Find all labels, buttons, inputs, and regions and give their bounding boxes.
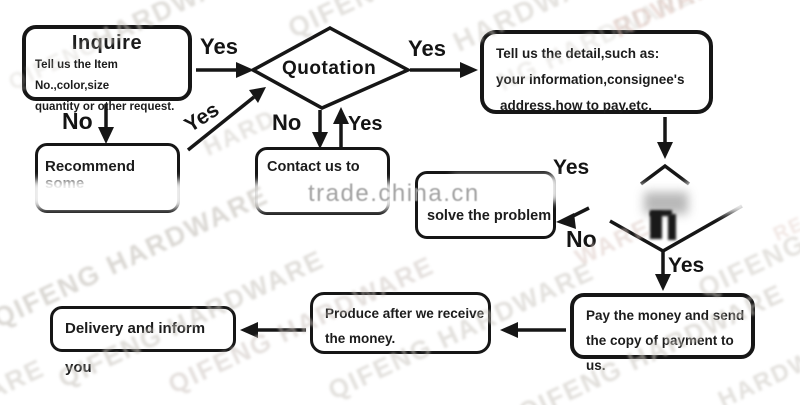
label-yes-inquire-quotation: Yes — [200, 34, 238, 59]
detail-line1: Tell us the detail,such as: — [496, 46, 660, 61]
detail-lines: Tell us the detail,such as: your informa… — [484, 34, 709, 119]
arrow-recommend-to-quotation — [186, 95, 256, 152]
inquire-title: Inquire — [71, 32, 143, 54]
label-no-quotation: No — [272, 110, 302, 135]
label-yes-contact: Yes — [348, 113, 383, 135]
arrowhead — [249, 87, 266, 103]
label-yes-decision-solve: Yes — [553, 156, 590, 179]
label-no-decision: No — [566, 226, 597, 252]
delivery-box: Delivery and inform you — [50, 306, 236, 376]
label-no-inquire: No — [62, 108, 93, 134]
pay-line1: Pay the money and send — [586, 308, 745, 323]
blur-patch — [690, 178, 750, 192]
detail-box: Tell us the detail,such as: your informa… — [480, 30, 713, 114]
produce-box: Produce after we receive the money. — [310, 292, 491, 354]
detail-line3: address,how to pay,etc. — [500, 98, 653, 113]
produce-line2: the money. — [325, 331, 396, 346]
inquire-box: Inquire Tell us the Item No.,color,size … — [22, 25, 192, 113]
arrowhead — [500, 322, 518, 338]
quotation-label: Quotation — [282, 58, 377, 79]
arrowhead — [556, 213, 576, 229]
label-yes-decision-pay: Yes — [668, 254, 705, 277]
arrowhead — [655, 274, 671, 291]
decision-diamond-left-edge — [609, 219, 664, 253]
detail-line2: your information,consignee's — [496, 72, 685, 87]
arrowhead — [333, 107, 349, 124]
pay-line2: the copy of payment to us. — [586, 333, 734, 373]
pay-box: Pay the money and send the copy of payme… — [570, 293, 755, 373]
arrowhead — [657, 142, 673, 159]
blur-patch — [452, 176, 560, 202]
inquire-line1: Tell us the Item No.,color,size — [35, 59, 118, 92]
arrowhead — [312, 132, 328, 149]
label-yes-quotation-detail: Yes — [408, 36, 446, 61]
blur-patch — [28, 180, 186, 208]
quotation-diamond — [249, 26, 412, 110]
decision-diamond-top — [639, 163, 691, 186]
solve-label: solve the problem — [427, 208, 552, 224]
produce-line1: Produce after we receive — [325, 306, 485, 321]
decision-text-smudge — [644, 192, 688, 214]
arrowhead — [236, 62, 254, 78]
delivery-label: Delivery and inform you — [65, 320, 206, 376]
arrowhead — [460, 62, 478, 78]
contact-label: Contact us to — [267, 159, 360, 175]
blur-patch — [250, 182, 396, 209]
solve-box: solve the problem — [415, 171, 556, 239]
decision-diamond-right-edge — [662, 204, 743, 253]
arrowhead — [240, 322, 258, 338]
decision-text-remnant — [650, 212, 662, 239]
arrowhead — [98, 127, 114, 144]
inquire-line2: quantity or other request. — [35, 101, 175, 113]
decision-text-remnant — [668, 214, 676, 240]
